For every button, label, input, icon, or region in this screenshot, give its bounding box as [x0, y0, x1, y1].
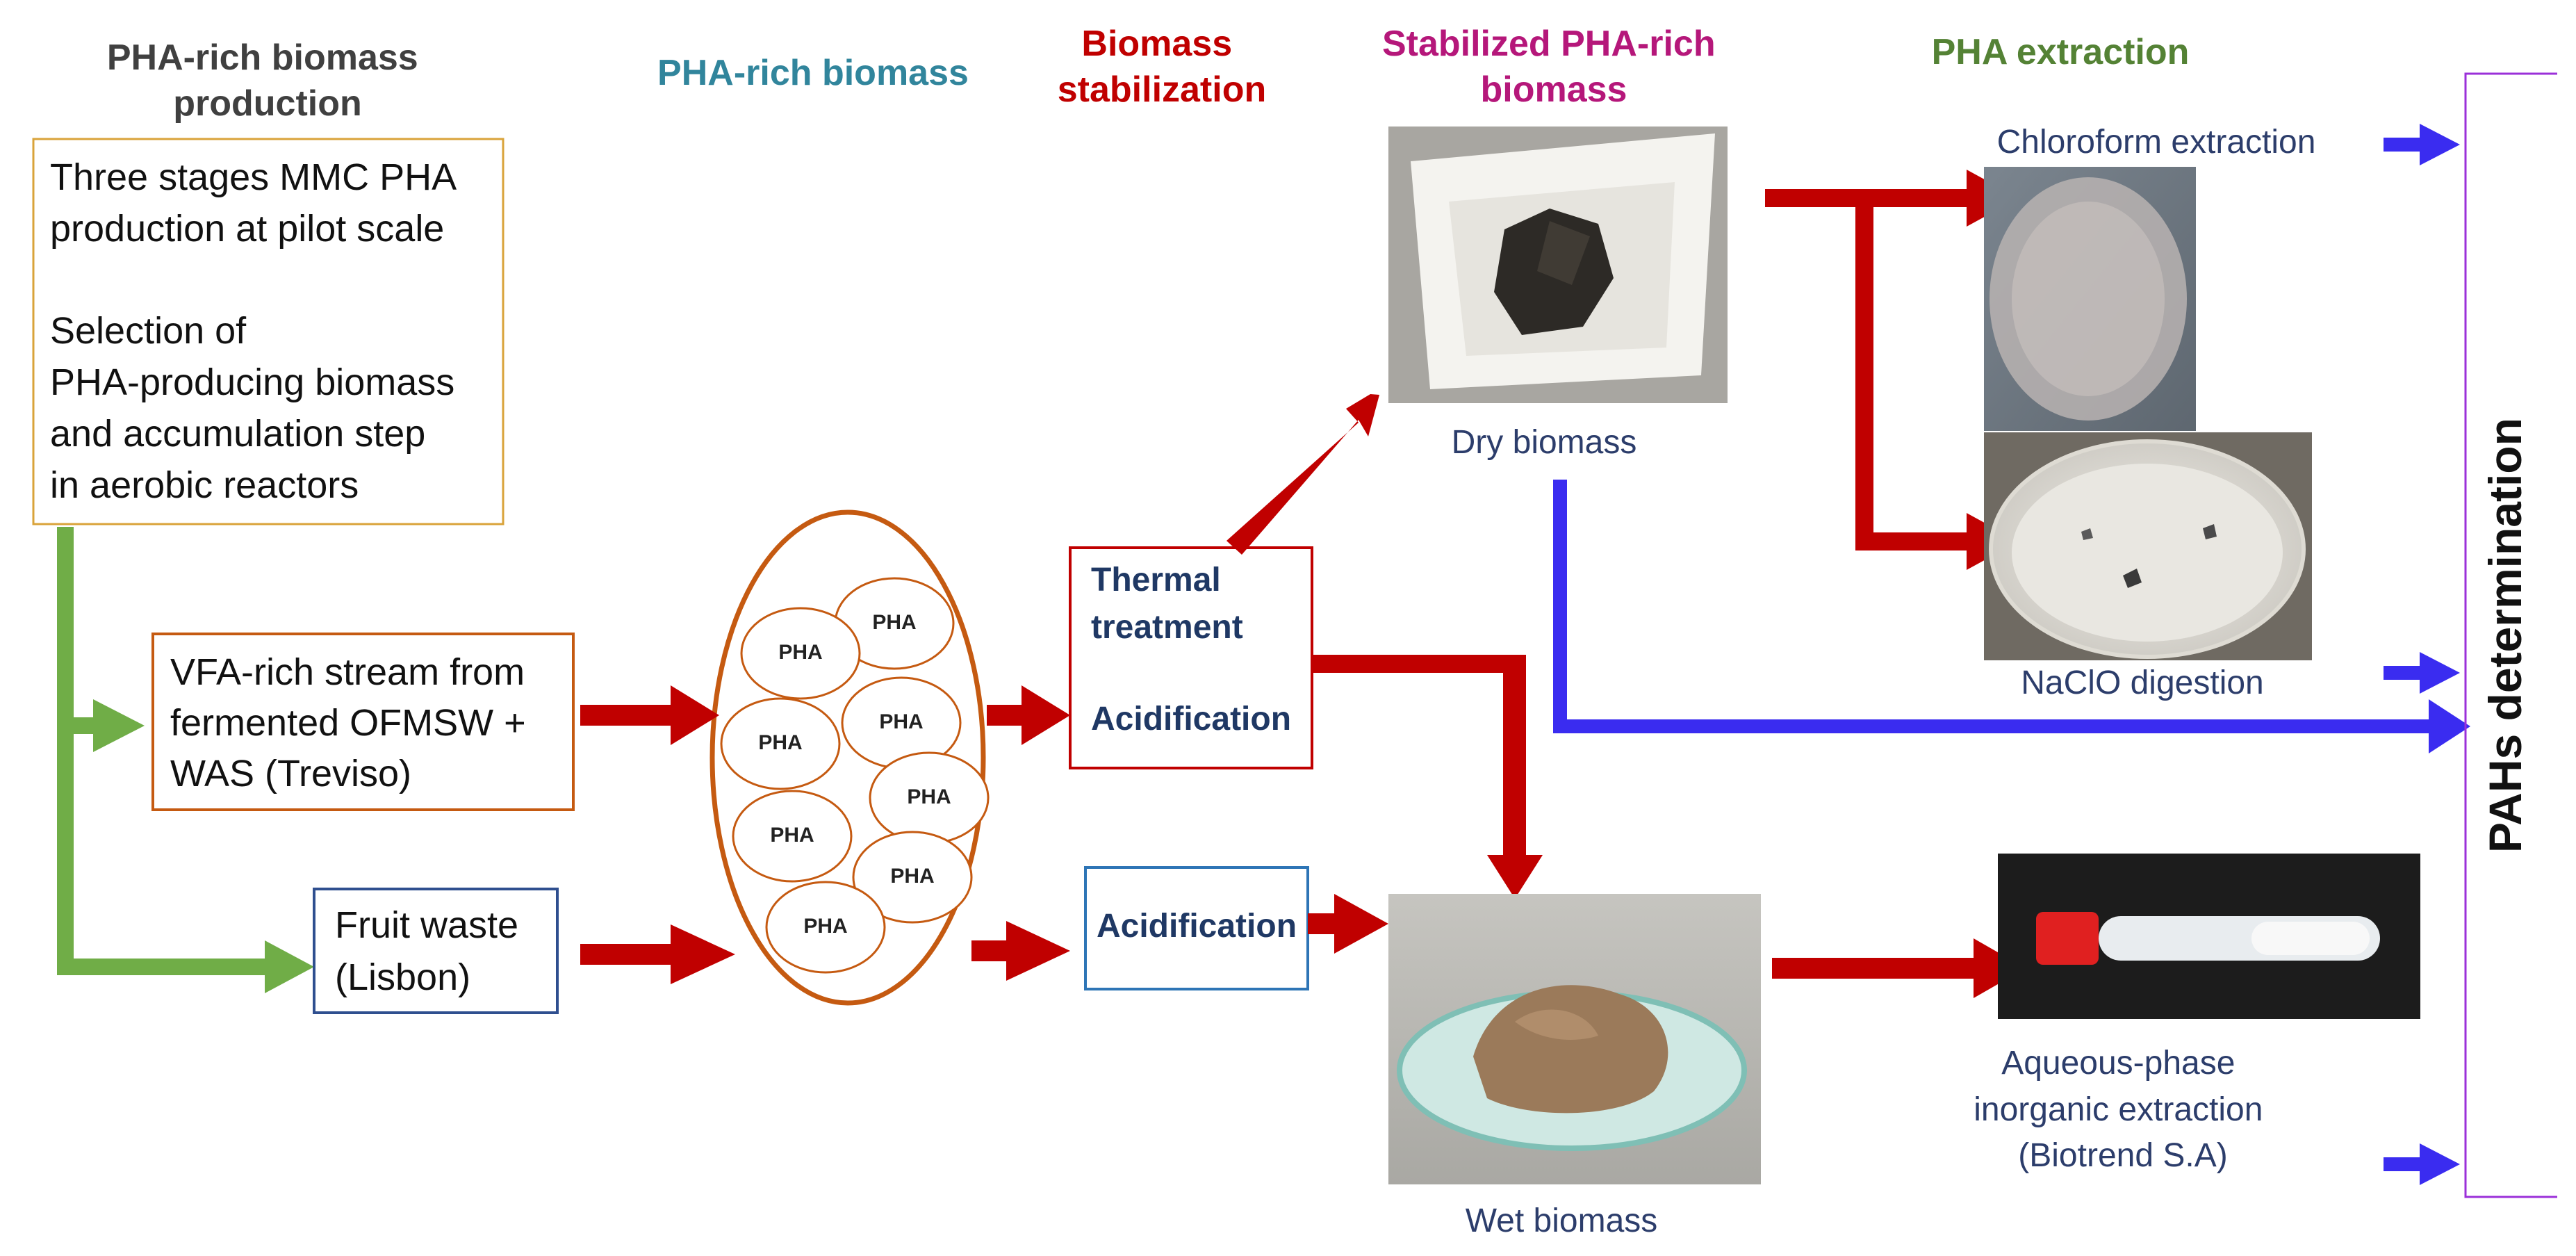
blue-arrows: [1553, 124, 2470, 1185]
production-box-text: Three stages MMC PHA production at pilot…: [50, 156, 465, 506]
wet-biomass-photo: [1388, 894, 1761, 1184]
fruit-waste-box: [313, 888, 559, 1014]
header-production: PHA-rich biomass production: [107, 38, 428, 124]
acidification-text: Acidification: [1097, 908, 1297, 945]
vfa-source-text: VFA-rich stream from fermented OFMSW + W…: [170, 651, 536, 794]
naclo-caption: NaClO digestion: [2021, 664, 2264, 701]
pahs-determination-label: PAHs determination: [2479, 418, 2531, 853]
granule-label: PHA: [872, 611, 916, 634]
chloroform-film-photo: [1984, 167, 2196, 431]
green-arrows: [57, 527, 314, 993]
chloroform-caption: Chloroform extraction: [1997, 124, 2316, 161]
granule-label: PHA: [758, 731, 802, 754]
fruit-waste-text: Fruit waste (Lisbon): [335, 904, 529, 998]
granule-label: PHA: [770, 824, 814, 847]
pahs-bracket: [2464, 72, 2557, 1198]
vfa-source-box: [151, 633, 575, 811]
header-pha-rich-biomass: PHA-rich biomass: [657, 53, 969, 93]
granule-label: PHA: [879, 710, 923, 733]
red-arrows: [580, 170, 2026, 998]
granule-label: PHA: [890, 865, 934, 888]
pha-granule: [852, 831, 973, 924]
pha-granules: [720, 577, 990, 974]
thermal-treatment-text: Thermal treatment Acidification: [1091, 562, 1291, 737]
pha-biomass-cell: PHA PHA PHA PHA PHA PHA PHA PHA: [709, 509, 990, 1006]
header-stabilized-biomass: Stabilized PHA-rich biomass: [1382, 24, 1725, 110]
granule-label: PHA: [803, 915, 847, 938]
wet-biomass-caption: Wet biomass: [1466, 1202, 1658, 1239]
dry-biomass-photo: [1388, 127, 1728, 403]
header-pha-extraction: PHA extraction: [1932, 32, 2190, 72]
aqueous-caption: Aqueous-phase inorganic extraction (Biot…: [1974, 1045, 2272, 1174]
pha-granule: [740, 607, 861, 700]
pha-granule: [765, 881, 886, 974]
header-biomass-stabilization: Biomass stabilization: [1058, 24, 1266, 110]
aqueous-tube-photo: [1998, 854, 2420, 1019]
granule-label: PHA: [907, 785, 951, 808]
dry-biomass-caption: Dry biomass: [1452, 424, 1637, 461]
acidification-box: [1084, 866, 1309, 990]
pha-granule: [732, 790, 853, 883]
pha-granule: [720, 697, 841, 790]
granule-label: PHA: [778, 641, 822, 664]
naclo-digestion-photo: [1984, 432, 2312, 660]
production-box: [32, 138, 504, 525]
